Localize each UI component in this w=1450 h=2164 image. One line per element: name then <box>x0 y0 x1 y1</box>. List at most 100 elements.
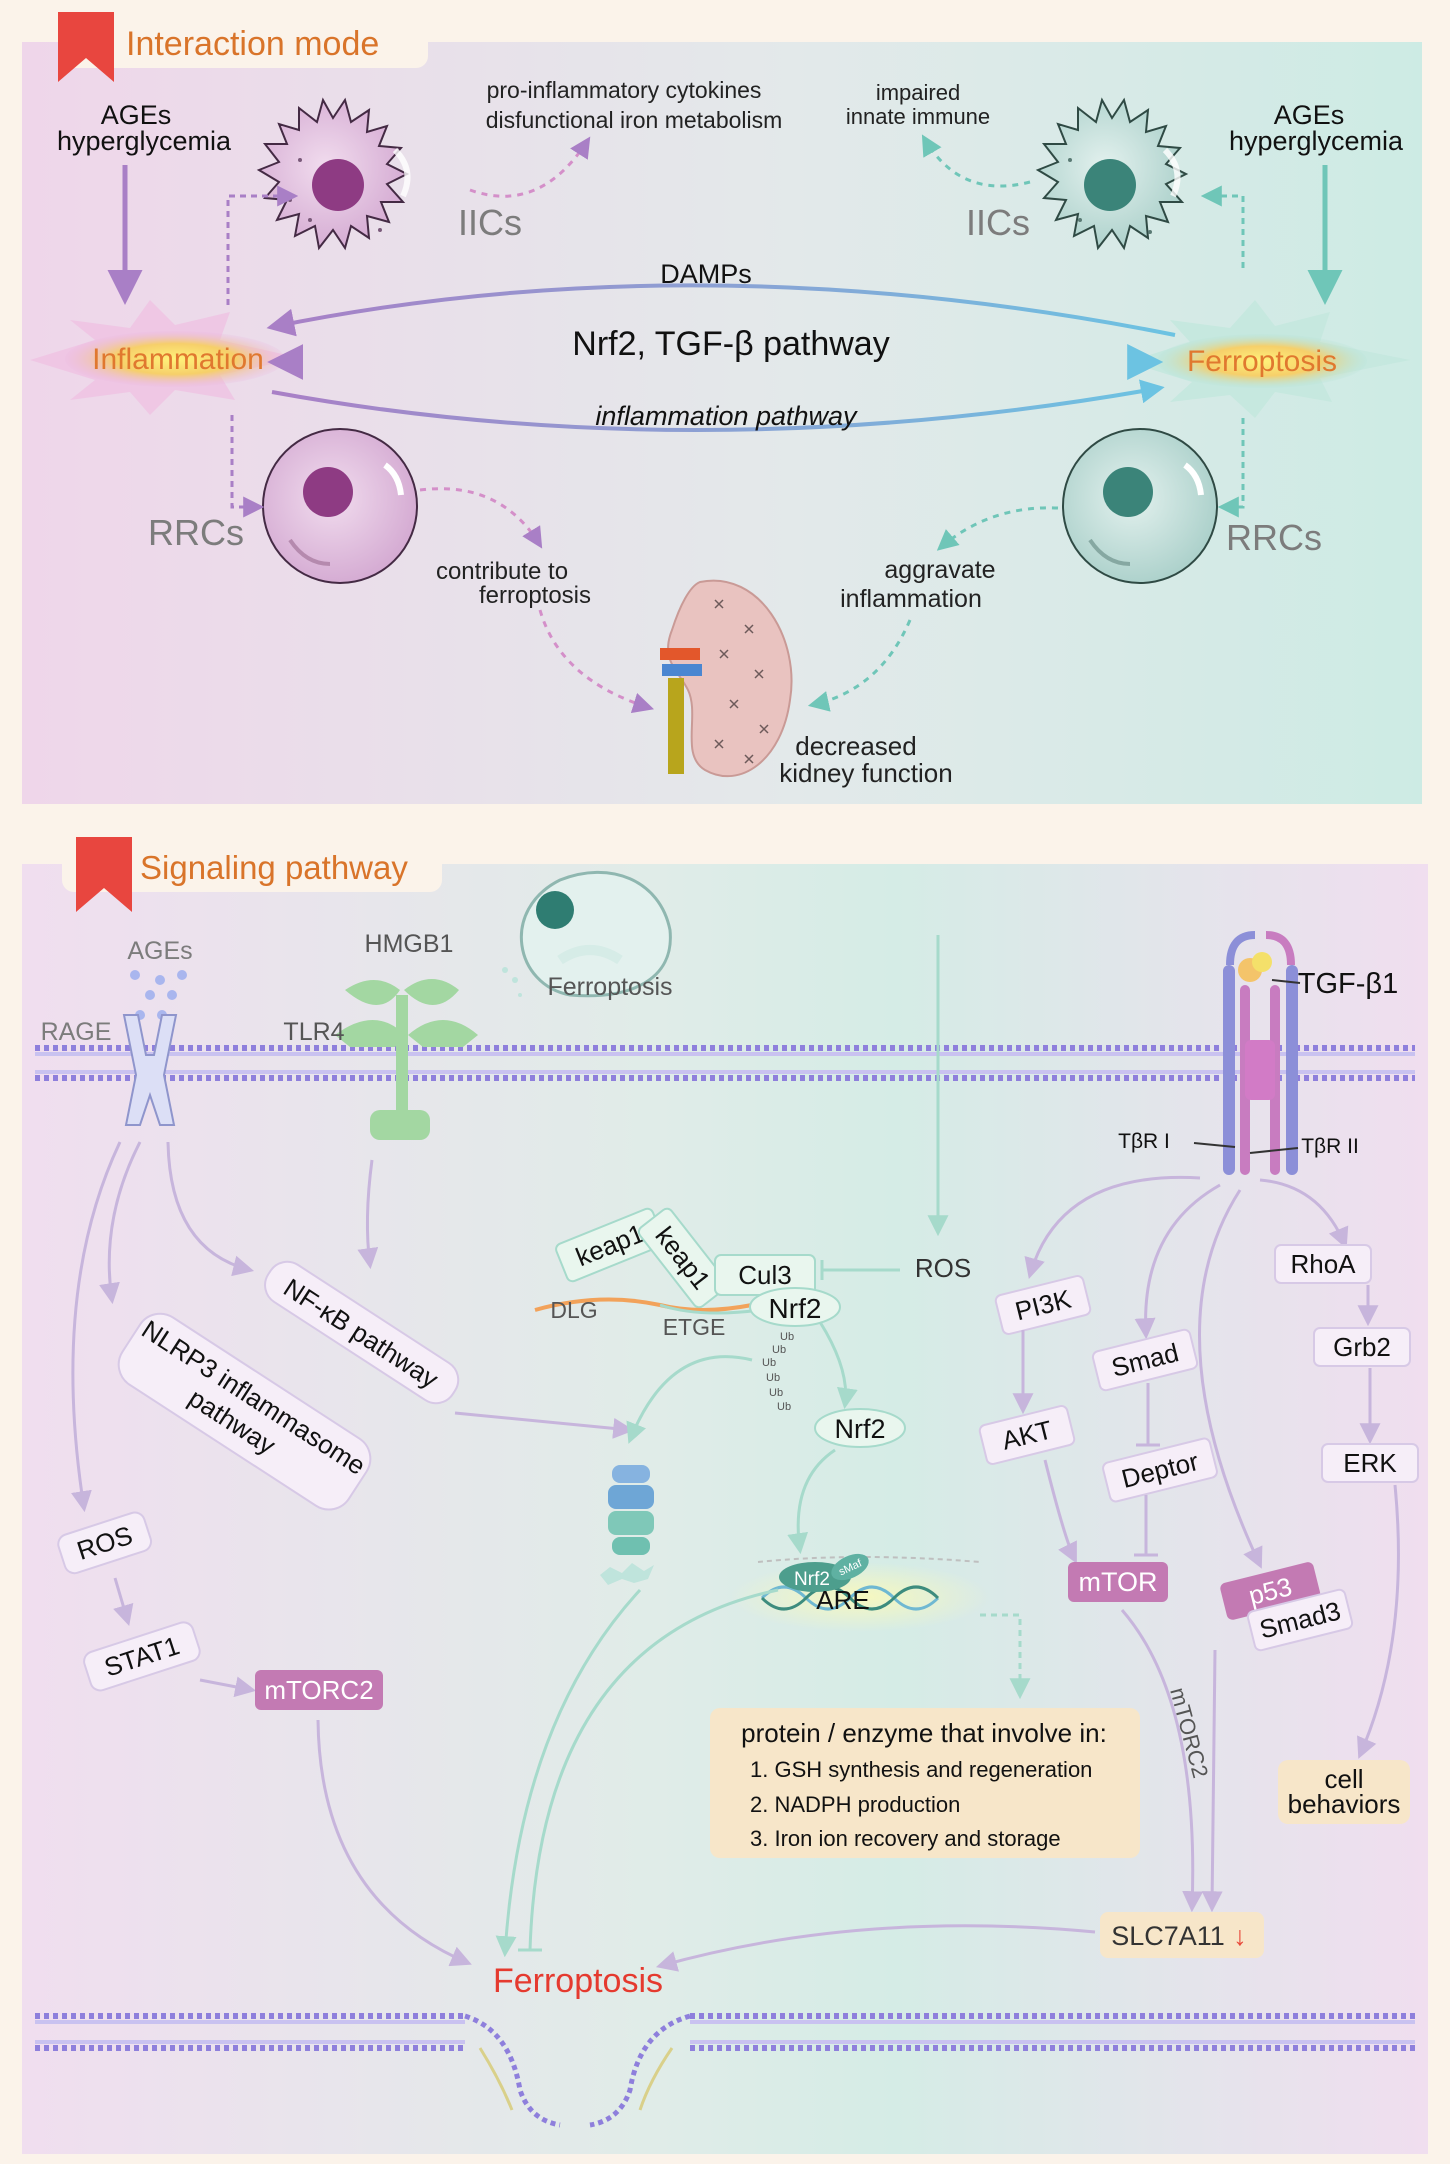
ub-6: Ub <box>777 1401 791 1413</box>
protein-enzyme-box <box>710 1708 1140 1858</box>
left-rrc-output-arrow <box>419 487 543 549</box>
hmgb1-label: HMGB1 <box>365 930 454 958</box>
mtorc2-to-ferroptosis-arrow <box>316 1719 472 1967</box>
pi3k-box: PI3K <box>994 1274 1092 1336</box>
immune-cell-icon <box>256 97 411 251</box>
slc7a11-box <box>1100 1912 1264 1958</box>
receptor-icon <box>335 979 478 1140</box>
renal-cell-icon <box>502 870 672 998</box>
left-iic-label: IICs <box>458 202 522 243</box>
are-to-protein-arrow <box>980 1613 1031 1700</box>
proteasome-icon <box>600 1465 654 1585</box>
panel2-title: Signaling pathway <box>140 849 408 886</box>
ferroptosis-hub: Ferroptosis <box>1128 300 1410 418</box>
rhoa-box <box>1274 1244 1372 1284</box>
ros-center-label: ROS <box>915 1253 971 1283</box>
tgf-to-p53-arrow <box>1198 1189 1263 1569</box>
cell-membrane-top <box>35 1045 1415 1081</box>
panel-signaling-pathway: Signaling pathway AGEs RAGE HMGB1 TLR4 <box>22 837 1428 2154</box>
receptor-icon <box>122 1014 178 1126</box>
inflammation-pathway-label: inflammation pathway <box>595 401 858 431</box>
tgf-pointer <box>1271 979 1301 984</box>
left-rrc-note-1: contribute to <box>436 558 568 585</box>
protein-box-item-3: 3. Iron ion recovery and storage <box>750 1826 1061 1851</box>
tgf-to-rhoa-arrow <box>1259 1178 1349 1249</box>
right-rrc-output-arrow <box>936 506 1059 551</box>
right-kidney-arrow <box>807 619 912 712</box>
cell-behaviors-label-1: cell <box>1324 1764 1363 1794</box>
nrf2-bound-box <box>749 1287 841 1327</box>
left-rrc-note-2: ferroptosis <box>479 582 591 609</box>
right-rrc-note-2: inflammation <box>840 585 982 613</box>
smaf-box <box>831 1553 869 1581</box>
akt-to-mtor-arrow <box>1043 1459 1077 1564</box>
red-bookmark-icon <box>58 12 114 82</box>
ros-left-box: ROS <box>57 1511 153 1575</box>
protein-box-item-2: 2. NADPH production <box>750 1792 960 1817</box>
smad-box: Smad <box>1091 1328 1199 1392</box>
left-iic-note-1: pro-inflammatory cytokines <box>487 77 762 103</box>
left-stimulus-hyperglycemia: hyperglycemia <box>57 126 232 156</box>
ferroptosis-hub-label: Ferroptosis <box>1187 345 1337 378</box>
right-iic-note-1: impaired <box>876 80 960 105</box>
erk-box <box>1321 1443 1419 1483</box>
receptor-icon <box>1223 931 1298 1175</box>
inflammation-hub-label: Inflammation <box>92 343 264 376</box>
panel2-background <box>22 864 1428 2154</box>
rhoa-label: RhoA <box>1290 1249 1356 1279</box>
right-iic-output-arrow <box>921 134 1031 188</box>
right-stimulus-ages: AGEs <box>1274 100 1345 130</box>
tgf-label: TGF-β1 <box>1298 968 1398 1000</box>
left-iic-note-2: disfunctional iron metabolism <box>486 107 783 133</box>
kidney-note-1: decreased <box>795 731 916 761</box>
renal-cell-icon <box>1062 428 1218 584</box>
right-iic-note-2: innate immune <box>846 104 990 129</box>
stat1-to-mtorc2-arrow <box>199 1676 257 1698</box>
dna-icon <box>757 1556 981 1611</box>
nrf2-free-box <box>814 1408 906 1448</box>
damps-arrow <box>266 283 1176 337</box>
ubiquitin-to-proteasome-arrow <box>626 1355 753 1444</box>
nfkb-to-proteasome-arrow <box>454 1411 635 1439</box>
rage-to-nfkb-arrow <box>166 1141 255 1277</box>
panel-interaction-mode: Interaction mode AGEs hyperglycemia AGEs… <box>22 12 1422 804</box>
etge-label: ETGE <box>663 1314 726 1340</box>
slc-to-ferroptosis-arrow <box>655 1924 1096 1972</box>
right-iic-connector <box>1200 185 1245 268</box>
left-rrc-connector <box>230 415 265 518</box>
nrf2-bound-label: Nrf2 <box>769 1293 822 1324</box>
damps-label: DAMPs <box>660 259 752 289</box>
nrf2-to-are-arrow <box>787 1448 836 1555</box>
cul3-label: Cul3 <box>738 1260 791 1290</box>
ub-2: Ub <box>772 1344 786 1356</box>
immune-cell-icon <box>1035 97 1189 251</box>
left-rrc-label: RRCs <box>148 512 244 553</box>
right-rrc-note-1: aggravate <box>884 556 995 584</box>
tlr4-label: TLR4 <box>283 1018 344 1046</box>
right-rrc-connector <box>1217 418 1245 518</box>
ros-to-stat1-arrow <box>113 1577 134 1627</box>
ages-label: AGEs <box>127 937 192 965</box>
erk-label: ERK <box>1343 1448 1397 1478</box>
cell-behaviors-box <box>1278 1760 1410 1824</box>
red-bookmark-icon <box>76 837 132 912</box>
inflammation-pathway-arrow <box>271 379 1165 432</box>
ub-5: Ub <box>769 1387 783 1399</box>
erk-to-behaviors-arrow <box>1357 1484 1400 1759</box>
slc7a11-down-arrow: ↓ <box>1233 1921 1247 1951</box>
proteasome-to-ferroptosis-arrow <box>495 1588 642 1958</box>
kidney-note-2: kidney function <box>779 758 952 788</box>
ub-1: Ub <box>780 1331 794 1343</box>
nrf2-free-label: Nrf2 <box>834 1414 885 1444</box>
inflammation-hub: Inflammation <box>30 300 300 415</box>
grb2-label: Grb2 <box>1333 1332 1391 1362</box>
mtorc2-box-label: mTORC2 <box>264 1675 373 1705</box>
akt-box: AKT <box>978 1404 1076 1466</box>
kidney-icon <box>660 579 793 778</box>
nrf2-release-arrow <box>818 1321 858 1410</box>
ub-3: Ub <box>762 1357 776 1369</box>
tbr1-label: TβR I <box>1118 1130 1170 1153</box>
right-rrc-label: RRCs <box>1226 517 1322 558</box>
panel1-title: Interaction mode <box>126 25 379 63</box>
